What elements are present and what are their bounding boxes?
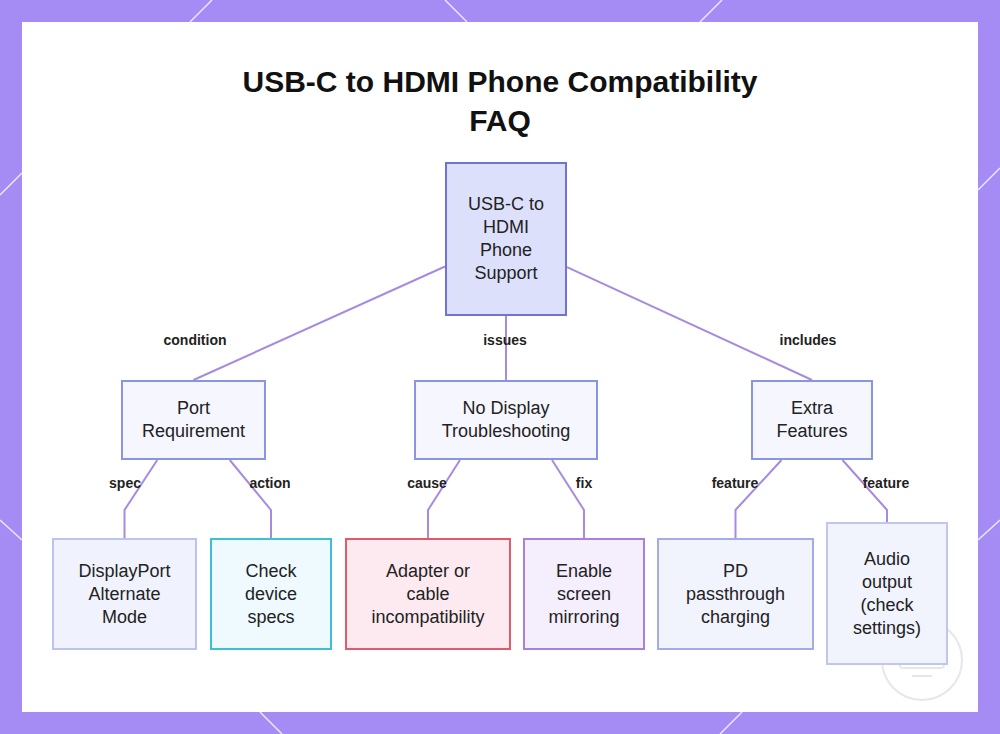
connector-line (428, 460, 460, 538)
detail-box: Check device specs (210, 538, 332, 650)
corner-line (190, 0, 212, 22)
connector-line (194, 267, 446, 380)
corner-line (978, 520, 1000, 540)
detail-box: Adapter or cable incompatibility (345, 538, 511, 650)
corner-line (260, 712, 282, 734)
edge-label: condition (164, 332, 227, 348)
connector-line (567, 267, 812, 380)
corner-line (720, 712, 742, 734)
diagram-title: USB-C to HDMI Phone Compatibility FAQ (210, 62, 790, 140)
edge-label: fix (576, 475, 592, 491)
node-text: Extra Features (769, 397, 855, 443)
detail-box: DisplayPort Alternate Mode (52, 538, 197, 650)
node-text: PD passthrough charging (675, 560, 796, 629)
category-box: No Display Troubleshooting (414, 380, 598, 460)
logo-stand (912, 675, 932, 677)
node-text: USB-C to HDMI Phone Support (463, 193, 549, 285)
edge-label: feature (712, 475, 759, 491)
corner-line (0, 520, 22, 540)
category-box: Port Requirement (121, 380, 266, 460)
connector-line (552, 460, 584, 538)
corner-line (978, 168, 1000, 190)
detail-box: Enable screen mirroring (523, 538, 645, 650)
connector-line (736, 460, 782, 538)
detail-box: PD passthrough charging (657, 538, 814, 650)
node-text: Audio output (check settings) (844, 548, 930, 640)
node-text: Check device specs (228, 560, 314, 629)
connector-line (843, 460, 888, 522)
corner-line (0, 173, 22, 195)
node-text: DisplayPort Alternate Mode (70, 560, 179, 629)
edge-label: spec (109, 475, 141, 491)
root-box: USB-C to HDMI Phone Support (445, 162, 567, 316)
node-text: Adapter or cable incompatibility (363, 560, 493, 629)
node-text: Enable screen mirroring (541, 560, 627, 629)
detail-box: Audio output (check settings) (826, 522, 948, 665)
connector-line (505, 316, 507, 380)
corner-line (700, 0, 722, 22)
edge-label: action (249, 475, 290, 491)
edge-label: cause (407, 475, 447, 491)
edge-label: feature (863, 475, 910, 491)
corner-line (445, 0, 467, 22)
connector-line (230, 460, 271, 538)
edge-label: issues (483, 332, 527, 348)
edge-label: includes (780, 332, 837, 348)
node-text: Port Requirement (139, 397, 248, 443)
node-text: No Display Troubleshooting (432, 397, 580, 443)
connector-line (125, 460, 158, 538)
category-box: Extra Features (751, 380, 873, 460)
